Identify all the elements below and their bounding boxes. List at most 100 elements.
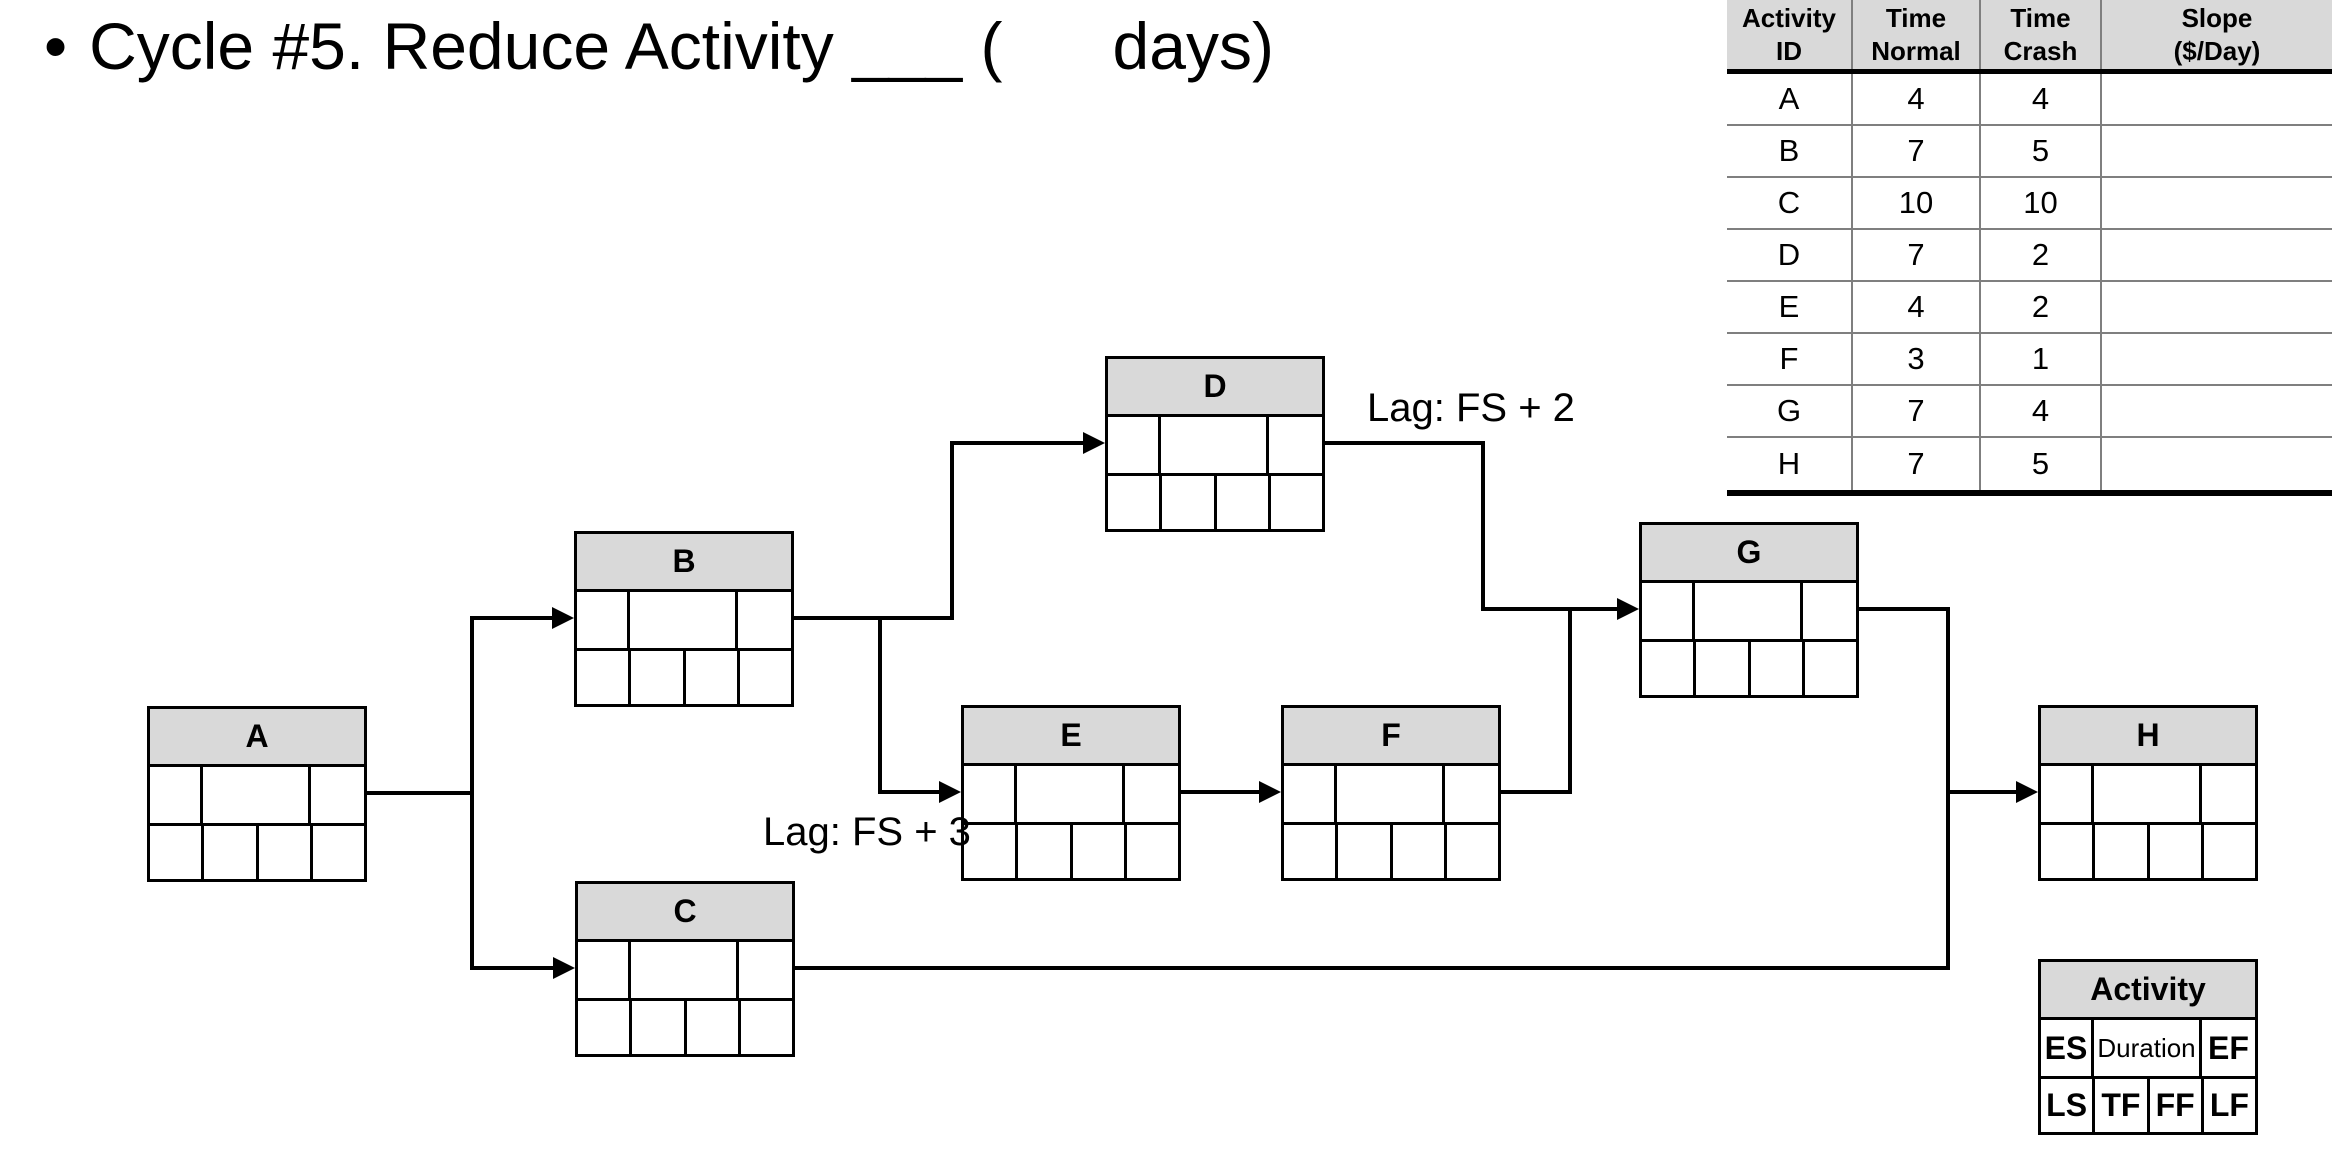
lag-label: Lag: FS + 2 [1367, 386, 1575, 430]
ls-cell [2041, 825, 2096, 878]
slide-title: • Cycle #5. Reduce Activity ___ ( days) [44, 8, 1274, 84]
table-cell: 4 [1981, 74, 2102, 124]
activity-node-a-top-row [150, 767, 364, 826]
lf-cell [1447, 825, 1498, 878]
arrowhead-into-c-icon [553, 957, 575, 979]
tf-cell [1018, 825, 1073, 878]
activity-node-b-top-row [577, 592, 791, 651]
table-cell: E [1727, 282, 1853, 332]
tf-cell [631, 651, 686, 704]
ff-cell [259, 826, 313, 879]
activity-node-d-bottom-row [1108, 476, 1322, 529]
ff-cell [1393, 825, 1447, 878]
activity-node-a: A [147, 706, 367, 882]
ff-cell [1073, 825, 1127, 878]
duration-cell [630, 592, 738, 648]
activity-node-c-label: C [578, 884, 792, 942]
ff-cell [1217, 476, 1271, 529]
arrowhead-into-e-icon [939, 781, 961, 803]
edge-segment [367, 791, 474, 795]
ef-cell [1803, 583, 1856, 639]
legend-key-label: Activity [2041, 962, 2255, 1020]
activity-node-d-top-row [1108, 417, 1322, 476]
table-cell: 2 [1981, 230, 2102, 280]
ls-cell [577, 651, 632, 704]
activity-node-d-label: D [1108, 359, 1322, 417]
duration-cell [1337, 766, 1445, 822]
activity-node-g-bottom-row [1642, 642, 1856, 695]
activity-node-f-top-row [1284, 766, 1498, 825]
edge-segment [1946, 607, 1950, 970]
ls-cell: LS [2041, 1079, 2096, 1132]
arrowhead-into-d-icon [1083, 432, 1105, 454]
table-header-line: Time [1885, 3, 1947, 33]
table-header-line: Activity [1742, 3, 1836, 33]
arrowhead-into-b-icon [552, 607, 574, 629]
ls-cell [150, 826, 205, 879]
edge-segment [470, 616, 556, 620]
duration-cell [1695, 583, 1803, 639]
ls-cell [1284, 825, 1339, 878]
edge-segment [1481, 441, 1485, 611]
lf-cell [313, 826, 364, 879]
lf-cell: LF [2209, 1087, 2249, 1123]
lf-cell [1805, 642, 1856, 695]
ff-cell [687, 1001, 741, 1054]
tf-cell [204, 826, 259, 879]
edge-segment [1481, 607, 1621, 611]
title-text: Cycle #5. Reduce Activity ___ ( days) [89, 9, 1274, 83]
table-cell: 1 [1981, 334, 2102, 384]
table-cell [2102, 386, 2332, 436]
tf-cell [1338, 825, 1393, 878]
table-cell: C [1727, 178, 1853, 228]
lf-cell [2204, 825, 2255, 878]
bullet-icon: • [44, 9, 68, 83]
table-cell: 3 [1853, 334, 1981, 384]
ff-cell: FF [2150, 1079, 2204, 1132]
activity-node-d: D [1105, 356, 1325, 532]
lf-cell [1127, 825, 1178, 878]
activity-node-b: B [574, 531, 794, 707]
edge-segment [1859, 607, 1950, 611]
ff-cell [2150, 825, 2204, 878]
edge-segment [950, 441, 1087, 445]
es-cell [578, 942, 631, 998]
activity-node-e-bottom-row [964, 825, 1178, 878]
activity-node-a-bottom-row [150, 826, 364, 879]
lf-cell [741, 1001, 792, 1054]
es-cell [1284, 766, 1337, 822]
table-cell [2102, 334, 2332, 384]
tf-cell [1696, 642, 1751, 695]
activity-node-a-label: A [150, 709, 364, 767]
lf-cell [740, 651, 791, 704]
table-cell: 2 [1981, 282, 2102, 332]
table-cell [2102, 74, 2332, 124]
edge-segment [1946, 790, 2020, 794]
table-cell: 5 [1981, 438, 2102, 490]
edge-segment [1501, 790, 1572, 794]
ef-cell [1125, 766, 1178, 822]
ef-cell [1269, 417, 1322, 473]
tf-cell [2095, 825, 2150, 878]
table-cell: F [1727, 334, 1853, 384]
table-cell: 10 [1853, 178, 1981, 228]
table-cell: 7 [1853, 386, 1981, 436]
activity-node-h-bottom-row [2041, 825, 2255, 878]
arrowhead-into-f-icon [1259, 781, 1281, 803]
table-cell [2102, 438, 2332, 490]
activity-node-g: G [1639, 522, 1859, 698]
ef-cell [1445, 766, 1498, 822]
activity-node-b-label: B [577, 534, 791, 592]
activity-node-g-label: G [1642, 525, 1856, 583]
duration-cell [1017, 766, 1125, 822]
